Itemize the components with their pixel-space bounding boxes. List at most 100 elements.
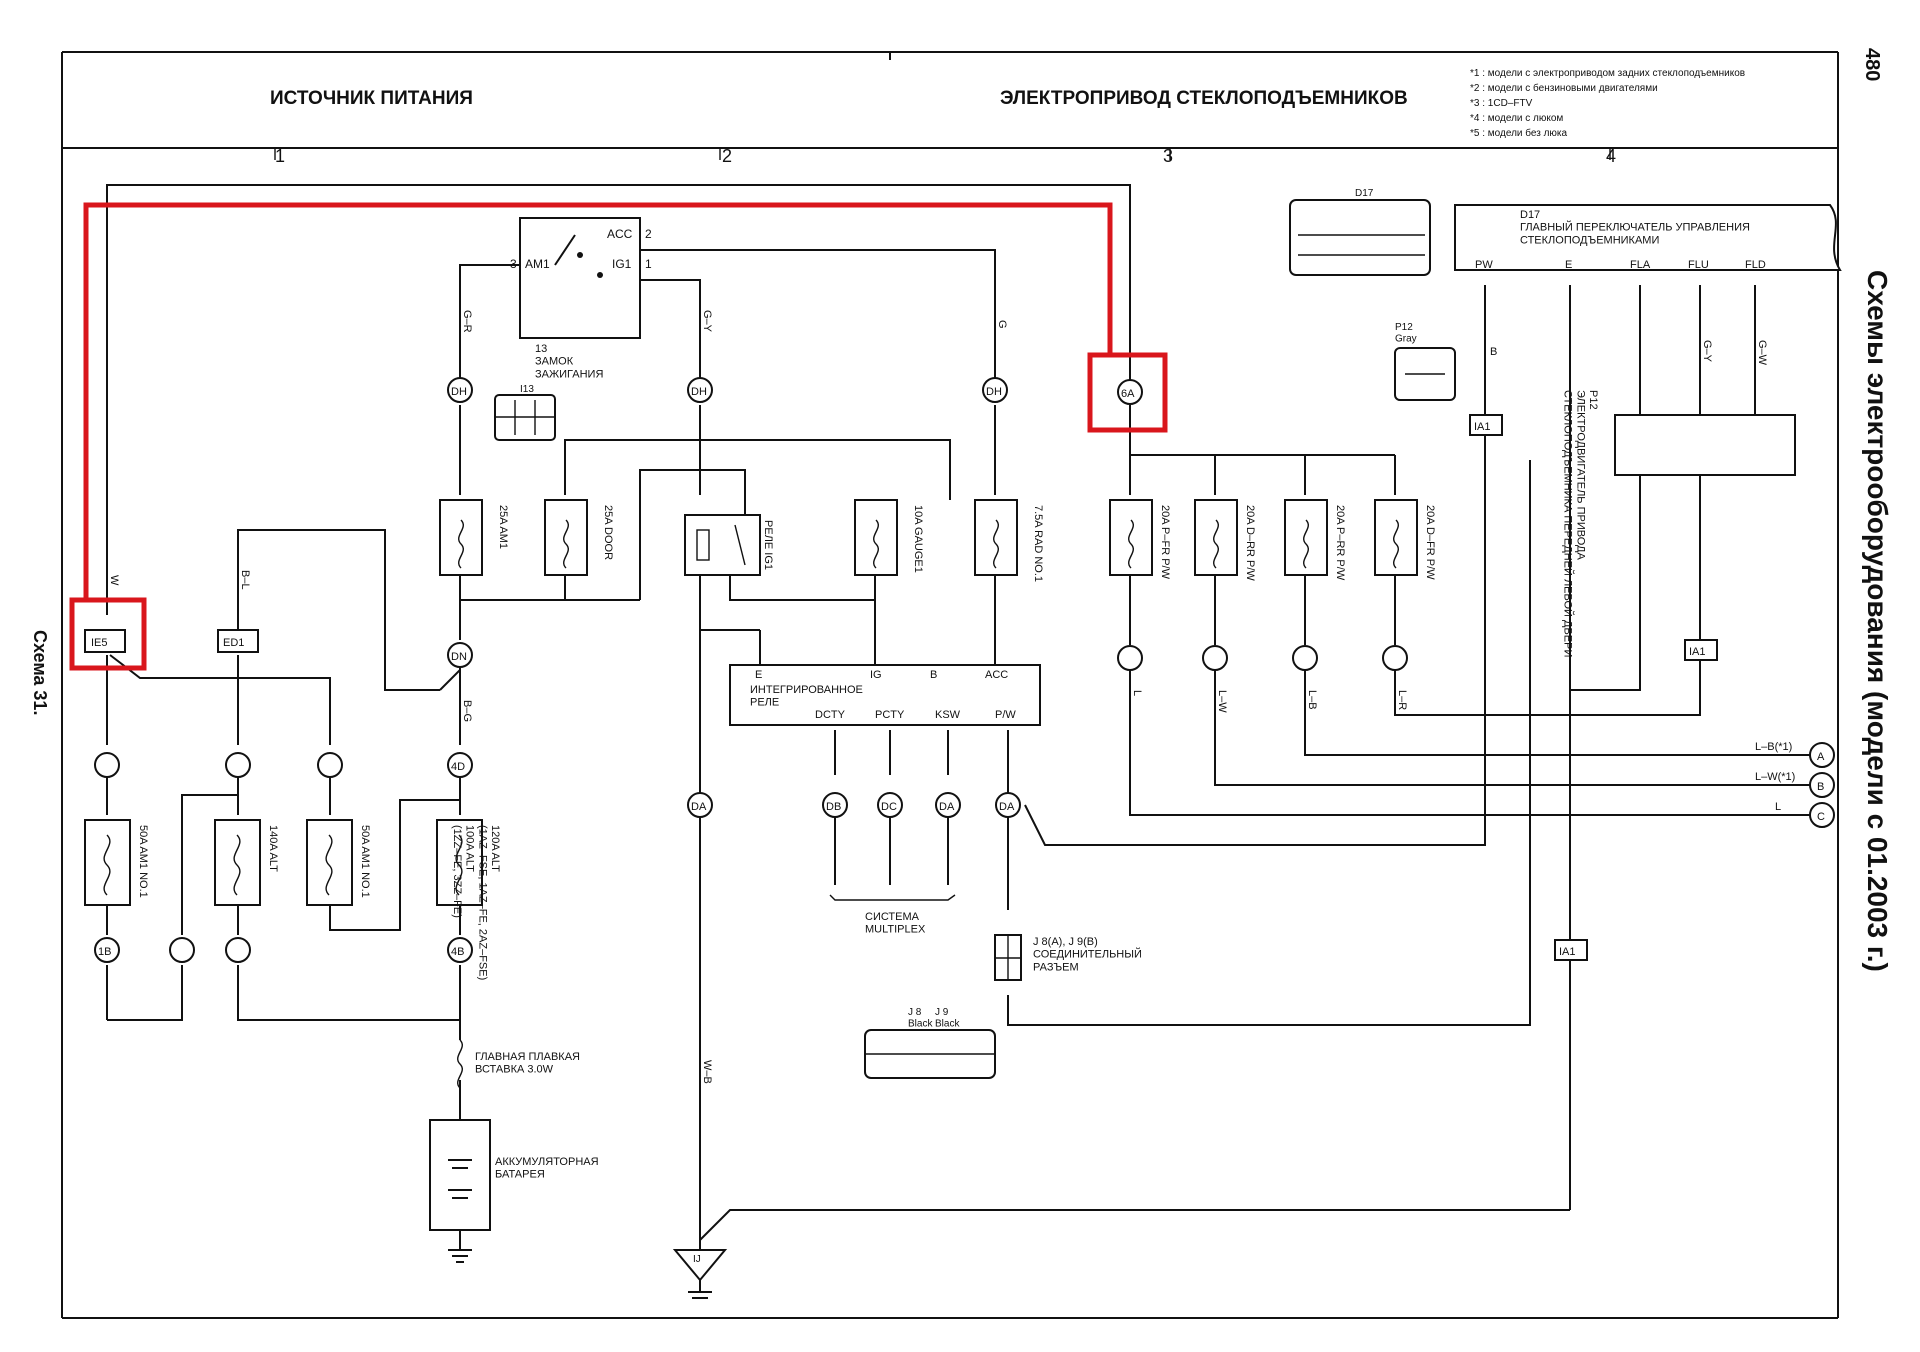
fuse-10a-gauge1: 10A GAUGE1 — [912, 505, 924, 573]
page-side-title: Схемы электрооборудования (модели с 01.2… — [1862, 270, 1893, 972]
motor-label: P12ЭЛЕКТРОДВИГАТЕЛЬ ПРИВОДАСТЕКЛОПОДЪЕМН… — [1562, 390, 1599, 657]
column-2: 2 — [722, 146, 732, 166]
node-dn: DN — [451, 651, 467, 663]
output-b: B — [1817, 781, 1824, 793]
main-switch-flu: FLU — [1688, 259, 1709, 271]
wire-label-l-r: L–R — [1396, 690, 1408, 710]
note-4: *4 : модели с люком — [1470, 113, 1563, 124]
relay-ig1-label: РЕЛЕ IG1 — [762, 520, 774, 570]
wire-label-b: B — [1490, 346, 1497, 358]
wire-label-l-w: L–W — [1216, 690, 1228, 713]
node-ia1-3: IA1 — [1474, 421, 1491, 433]
node-1b: 1B — [98, 946, 111, 958]
node-dh-5: DH — [691, 386, 707, 398]
main-switch-e: E — [1565, 259, 1572, 271]
ignition-pin-1: 1 — [645, 257, 652, 271]
column-3: 3 — [1163, 146, 1173, 166]
wire-label-g-y: G–Y — [701, 310, 713, 333]
fuse-7-5a-rad: 7.5A RAD NO.1 — [1032, 505, 1044, 582]
wire-labels: W G–R G–Y G B–L B–G B W–B L L–W L–B L–R … — [108, 310, 1768, 1084]
output-b-label: L–W(*1) — [1755, 771, 1795, 783]
node-ia1-9: IA1 — [1559, 946, 1576, 958]
node-ed1: ED1 — [223, 637, 244, 649]
fuse-20a-d-rr: 20A D–RR P/W — [1244, 505, 1256, 581]
integrated-relay-pcty: PCTY — [875, 709, 905, 721]
fuse-25a-door: 25A DOOR — [602, 505, 614, 560]
ignition-acc: ACC — [607, 227, 633, 241]
column-4: 4 — [1606, 146, 1616, 166]
output-a-label: L–B(*1) — [1755, 741, 1792, 753]
main-switch-fld: FLD — [1745, 259, 1766, 271]
fuse-20a-p-fr: 20A P–FR P/W — [1159, 505, 1171, 580]
ground-ij-label: IJ — [693, 1254, 701, 1265]
relay-ig1: РЕЛЕ IG1 — [684, 514, 774, 576]
fuse-25a-am1: 25A AM1 — [497, 505, 509, 549]
column-1: 1 — [275, 146, 285, 166]
wire-label-g-r: G–R — [461, 310, 473, 333]
note-2: *2 : модели с бензиновыми двигателями — [1470, 82, 1658, 94]
wire-label-l: L — [1131, 690, 1143, 696]
wire-label-l-b: L–B — [1306, 690, 1318, 710]
main-switch-pw: PW — [1475, 259, 1493, 271]
fuses-bottom: 50A AM1 NO.1 140A ALT 50A AM1 NO.1 120A … — [84, 819, 501, 980]
ignition-ig1: IG1 — [612, 257, 632, 271]
node-da-9: DA — [691, 801, 707, 813]
integrated-relay-acc: ACC — [985, 669, 1008, 681]
page-number: 480 — [1861, 48, 1883, 81]
fuse-140a-alt: 140A ALT — [267, 825, 279, 872]
fuse-50a-am1-1: 50A AM1 NO.1 — [137, 825, 149, 898]
node-ia1-5: IA1 — [1689, 646, 1706, 658]
wire-label-b-g: B–G — [461, 700, 473, 722]
note-1: *1 : модели с электроприводом задних сте… — [1470, 68, 1745, 79]
node-6a: 6A — [1121, 388, 1135, 400]
header-right-title: ЭЛЕКТРОПРИВОД СТЕКЛОПОДЪЕМНИКОВ — [1000, 88, 1408, 109]
header-notes: *1 : модели с электроприводом задних сте… — [1470, 68, 1745, 139]
header-left-title: ИСТОЧНИК ПИТАНИЯ — [270, 88, 473, 109]
connector-i13-label: I13 — [520, 384, 534, 395]
node-dh-1: DH — [451, 386, 467, 398]
note-5: *5 : модели без люка — [1470, 127, 1568, 139]
integrated-relay-pw: P/W — [995, 709, 1016, 721]
node-ie5: IE5 — [91, 637, 108, 649]
node-dc: DC — [881, 801, 897, 813]
ground-ij: IJ — [672, 1249, 728, 1299]
ignition-am1: AM1 — [525, 257, 550, 271]
node-da-5: DA — [999, 801, 1015, 813]
frame — [61, 51, 1839, 1319]
ignition-pin-3: 3 — [510, 257, 517, 271]
wire-label-w-b: W–B — [701, 1060, 713, 1084]
wire-label-b-l: B–L — [239, 570, 251, 590]
red-highlight — [69, 202, 1168, 671]
integrated-relay-ksw: KSW — [935, 709, 961, 721]
integrated-relay-e: E — [755, 669, 762, 681]
integrated-relay-dcty: DCTY — [815, 709, 846, 721]
output-c-label: L — [1775, 801, 1781, 813]
node-da-8: DA — [939, 801, 955, 813]
connector-i13: I13 — [494, 384, 556, 441]
output-a: A — [1817, 751, 1825, 763]
integrated-relay-ig: IG — [870, 669, 882, 681]
node-dh-3: DH — [986, 386, 1002, 398]
fuse-50a-am1-2: 50A AM1 NO.1 — [359, 825, 371, 898]
fuse-20a-d-fr: 20A D–FR P/W — [1424, 505, 1436, 580]
fuses-power-window: 20A P–FR P/W 20A D–RR P/W 20A P–RR P/W 2… — [1109, 499, 1436, 581]
main-switch-fla: FLA — [1630, 259, 1651, 271]
node-4d: 4D — [451, 761, 465, 773]
